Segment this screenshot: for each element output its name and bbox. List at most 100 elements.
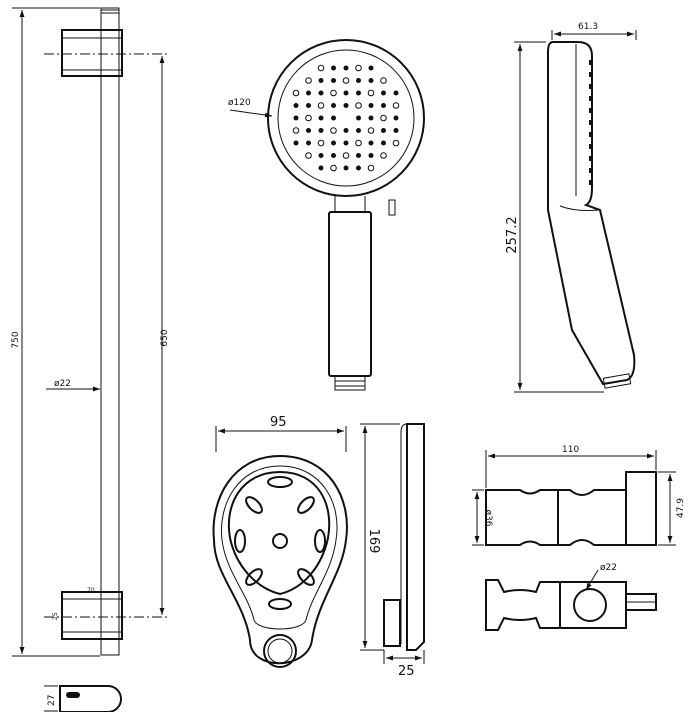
nozzle-dot — [356, 165, 361, 171]
head-inner-face — [277, 49, 415, 187]
slider-rail-diameter-label: ø22 — [600, 563, 617, 573]
nozzle-dot — [367, 89, 375, 97]
nozzle-dot — [380, 152, 387, 159]
slider-rail-hole — [573, 588, 607, 622]
slider-handset-diameter-label: ø36 — [483, 510, 493, 527]
nozzle-dot — [367, 127, 375, 134]
rail-top-cap — [100, 7, 120, 14]
head-outer-ring — [267, 39, 425, 197]
side-nozzle-mark — [589, 132, 593, 137]
nozzle-dot — [293, 103, 299, 108]
nozzle-dot — [368, 78, 374, 83]
side-nozzle-mark — [589, 168, 593, 173]
nozzle-dot — [356, 128, 361, 133]
top-wall-bracket — [61, 29, 123, 77]
nozzle-dot — [343, 65, 349, 71]
soap-dish-depth-label: 25 — [398, 664, 415, 679]
shower-head-front-view: ø120 — [228, 39, 425, 391]
rail-diameter-label: ø22 — [54, 379, 71, 389]
nozzle-dot — [318, 153, 324, 158]
bracket-spacing-label: 650 — [160, 329, 170, 346]
nozzle-dot — [393, 90, 399, 96]
side-nozzle-mark — [589, 84, 593, 89]
nozzle-dot — [381, 103, 386, 108]
nozzle-dot — [318, 165, 324, 171]
nozzle-dot — [342, 152, 350, 159]
side-nozzle-mark — [589, 96, 593, 101]
soap-dish-rail-clip — [263, 634, 297, 668]
handset-neck-line — [559, 205, 599, 211]
soap-dish-front-view: 95 — [212, 415, 348, 668]
nozzle-dot — [343, 165, 349, 171]
nozzle-dot — [356, 78, 361, 83]
soap-dish-height-label: 169 — [366, 529, 381, 554]
handle-body — [328, 211, 372, 377]
side-nozzle-mark — [589, 72, 593, 77]
side-nozzle-mark — [589, 156, 593, 161]
slider-left-section — [485, 489, 559, 546]
nozzle-dot — [331, 153, 336, 158]
head-diameter-leader — [229, 109, 273, 118]
riser-rail-view: 750 650 ø22 70 25 27 — [11, 7, 170, 712]
head-diameter-label: ø120 — [228, 98, 251, 108]
bracket-height-label: 25 — [52, 612, 59, 620]
nozzle-dot — [331, 140, 336, 146]
nozzle-dot — [317, 102, 325, 109]
rail-tube — [100, 9, 120, 656]
nozzle-dot — [343, 140, 349, 146]
nozzle-dot — [292, 127, 300, 134]
slider-front-view: 110 47.9 ø36 — [472, 445, 686, 546]
nozzle-dot — [355, 102, 362, 109]
nozzle-dot — [305, 114, 312, 122]
nozzle-dot — [381, 90, 386, 96]
nozzle-dot — [318, 115, 324, 121]
nozzle-dot — [380, 77, 387, 84]
nozzle-dot — [292, 89, 300, 97]
nozzle-dot — [355, 64, 362, 72]
nozzle-dot — [380, 114, 387, 122]
head-nozzle-pattern — [292, 64, 400, 172]
nozzle-dot — [368, 115, 374, 121]
soap-dish-side-clip — [383, 599, 401, 647]
slider-height-label: 47.9 — [676, 498, 686, 518]
nozzle-dot — [368, 65, 374, 71]
nozzle-dot — [306, 90, 311, 96]
nozzle-dot — [368, 103, 374, 108]
nozzle-dot — [367, 164, 375, 172]
nozzle-dot — [381, 140, 386, 146]
bracket-end-view: 27 — [44, 685, 122, 712]
nozzle-dot — [343, 103, 349, 108]
nozzle-dot — [330, 89, 337, 97]
bracket-width-label: 70 — [87, 587, 95, 594]
nozzle-dot — [393, 128, 399, 133]
overall-length-label: 750 — [11, 331, 21, 348]
nozzle-dot — [317, 64, 325, 72]
nozzle-dot — [331, 115, 336, 121]
slider-rail-clamp — [625, 471, 657, 546]
handset-side-view: 61.3 257.2 — [505, 22, 637, 393]
nozzle-dot — [368, 153, 374, 158]
soap-dish-inner-rim — [220, 465, 338, 630]
nozzle-dot — [343, 128, 349, 133]
nozzle-dot — [330, 164, 337, 172]
spray-mode-button — [388, 199, 396, 216]
nozzle-dot — [331, 65, 336, 71]
nozzle-dot — [330, 127, 337, 134]
slider-rail-diameter-leader — [585, 569, 599, 591]
side-nozzle-mark — [589, 60, 593, 65]
handset-thread — [602, 373, 632, 389]
side-nozzle-mark — [589, 108, 593, 113]
slider-length-label: 110 — [562, 445, 579, 455]
handset-side-nozzles — [589, 60, 593, 185]
nozzle-dot — [317, 139, 325, 147]
nozzle-dot — [356, 153, 361, 158]
nozzle-dot — [318, 78, 324, 83]
slider-right-section — [557, 489, 627, 546]
soap-dish-drain-slots — [234, 476, 326, 610]
nozzle-dot — [318, 90, 324, 96]
nozzle-dot — [331, 103, 336, 108]
nozzle-dot — [305, 77, 312, 84]
nozzle-dot — [393, 115, 399, 121]
nozzle-dot — [293, 140, 299, 146]
